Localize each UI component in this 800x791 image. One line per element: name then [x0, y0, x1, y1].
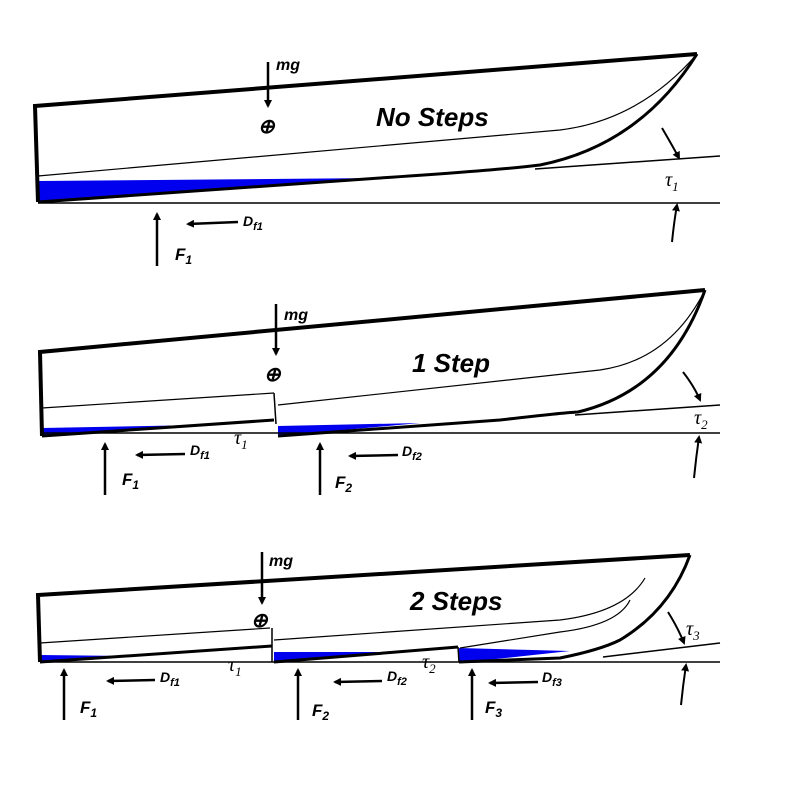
- wetted-area-3: [459, 648, 570, 663]
- panel-title: No Steps: [376, 102, 489, 132]
- trim-angle-arrow-lower: [671, 203, 680, 243]
- trim-angle-arrow: [682, 371, 702, 402]
- trim-angle-arrow-lower: [693, 435, 703, 479]
- tau-label: τ1: [665, 169, 679, 194]
- panel-no-steps: τ1 mg ⊕ No Steps F1 Df1: [32, 52, 721, 267]
- drag-force-label-3: Df3: [542, 669, 562, 689]
- cg-icon: ⊕: [258, 116, 276, 138]
- tau-label-step-2: τ2: [422, 651, 436, 676]
- weight-label: mg: [284, 307, 308, 324]
- hull-bottom: [37, 53, 699, 204]
- drag-force-label-1: Df1: [190, 442, 210, 462]
- lift-force-label-2: F2: [312, 701, 329, 723]
- drag-force-arrow-2: [348, 451, 399, 460]
- tau-label-step: τ1: [234, 427, 248, 452]
- chine-line-aft: [39, 627, 271, 644]
- step-face: [273, 392, 277, 425]
- hull-outline: [37, 288, 706, 437]
- drag-force-arrow-1: [135, 450, 186, 459]
- hull-bottom-3: [458, 554, 692, 664]
- chine-line-fwd: [277, 289, 706, 406]
- tau-label: τ2: [694, 407, 708, 432]
- drag-force-label: Df1: [243, 213, 263, 233]
- trim-reference-line: [534, 155, 721, 170]
- drag-force-label-1: Df1: [160, 669, 180, 689]
- weight-label: mg: [269, 553, 293, 570]
- drag-force-arrow-2: [333, 677, 383, 686]
- drag-force-label-2: Df2: [402, 443, 422, 463]
- weight-label: mg: [276, 57, 300, 74]
- drag-force-arrow-1: [106, 676, 156, 685]
- hull-bottom-fwd: [277, 289, 707, 438]
- drag-force-arrow-3: [488, 678, 539, 687]
- lift-force-label-1: F1: [122, 470, 139, 492]
- hull-bottom-2: [273, 645, 459, 664]
- chine-line-aft: [41, 392, 275, 409]
- panel-1-step: τ2 τ1 mg ⊕ 1 Step F1 Df1 F2 Df2: [37, 288, 721, 495]
- trim-angle-arrow-lower: [680, 663, 690, 706]
- trim-angle-arrow: [667, 611, 686, 645]
- trim-reference-line: [574, 404, 721, 416]
- lift-force-label-1: F1: [80, 698, 97, 720]
- step-face-2: [457, 646, 460, 663]
- hull-outline: [35, 553, 691, 663]
- trim-angle-arrow: [661, 127, 680, 160]
- lift-force-label-3: F3: [485, 698, 502, 720]
- lift-force-label-2: F2: [335, 473, 352, 495]
- hull-outline: [32, 52, 698, 203]
- chine-line: [37, 53, 698, 177]
- trim-reference-line: [602, 642, 721, 658]
- panel-title: 2 Steps: [409, 586, 503, 616]
- hull-bottom-1: [39, 644, 273, 664]
- panel-title: 1 Step: [412, 348, 490, 378]
- tau-label-step-1: τ1: [228, 654, 242, 679]
- drag-force-arrow: [186, 219, 239, 228]
- chine-line-fwd: [273, 577, 646, 641]
- tau-label: τ3: [686, 618, 700, 643]
- cg-icon: ⊕: [264, 364, 282, 386]
- panel-2-steps: τ3 τ1 τ2 mg ⊕ 2 Steps F1 Df1 F2 Df2 F3 D…: [35, 552, 721, 723]
- cg-icon: ⊕: [251, 610, 269, 632]
- drag-force-label-2: Df2: [387, 668, 407, 688]
- spray-rail-line: [459, 599, 631, 649]
- lift-force-label: F1: [175, 245, 192, 267]
